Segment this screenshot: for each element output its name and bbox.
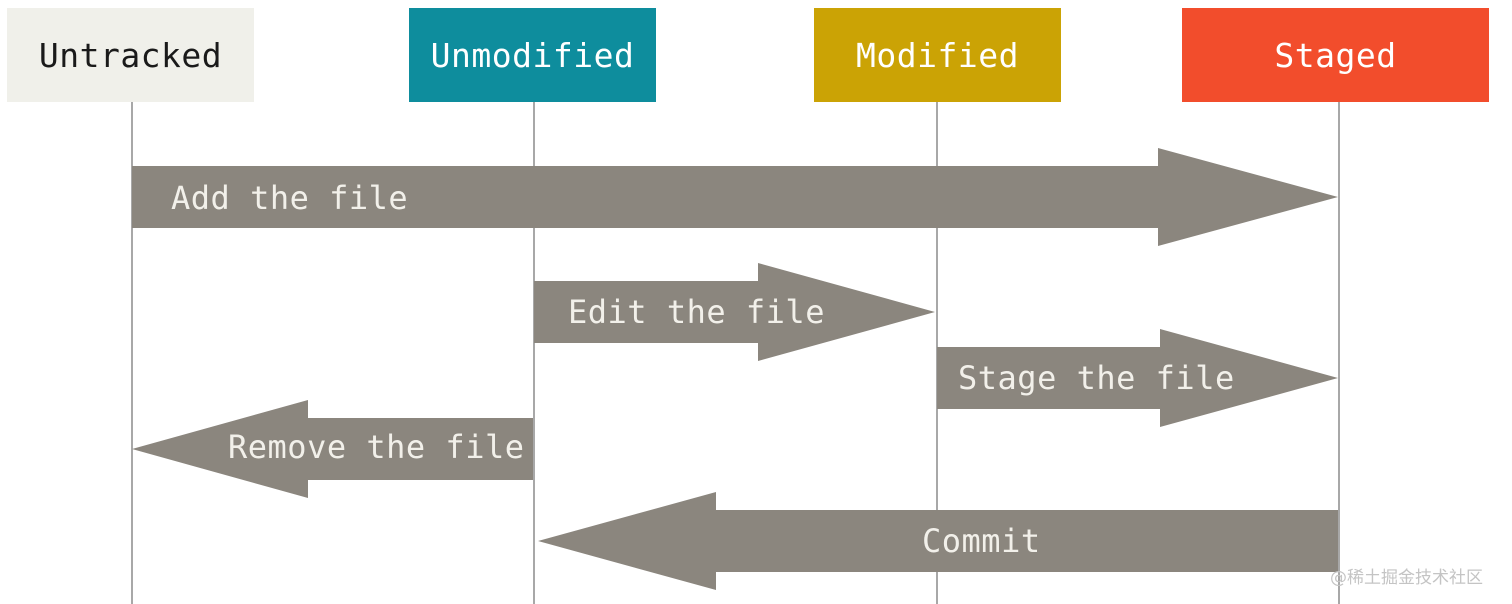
lifeline-unmodified [533,102,535,604]
arrow-add-the-file [132,148,1338,246]
arrow-commit [538,492,1338,590]
arrow-label-commit: Commit [922,522,1041,560]
watermark: @稀土掘金技术社区 [1330,568,1483,588]
state-box-unmodified: Unmodified [409,8,656,102]
state-label-untracked: Untracked [38,35,223,75]
state-label-modified: Modified [856,35,1019,75]
arrow-stage-the-file [937,329,1338,427]
arrow-label-stage: Stage the file [958,359,1235,397]
lifeline-untracked [131,102,133,604]
arrow-edit-the-file [534,263,935,361]
arrow-label-add: Add the file [171,179,409,217]
arrow-remove-the-file [132,400,533,498]
state-box-staged: Staged [1182,8,1489,102]
state-box-modified: Modified [814,8,1061,102]
lifeline-staged [1338,102,1340,604]
state-box-untracked: Untracked [7,8,254,102]
state-label-unmodified: Unmodified [430,35,635,75]
arrow-label-remove: Remove the file [228,428,525,466]
state-label-staged: Staged [1274,35,1397,75]
arrow-label-edit: Edit the file [568,293,825,331]
